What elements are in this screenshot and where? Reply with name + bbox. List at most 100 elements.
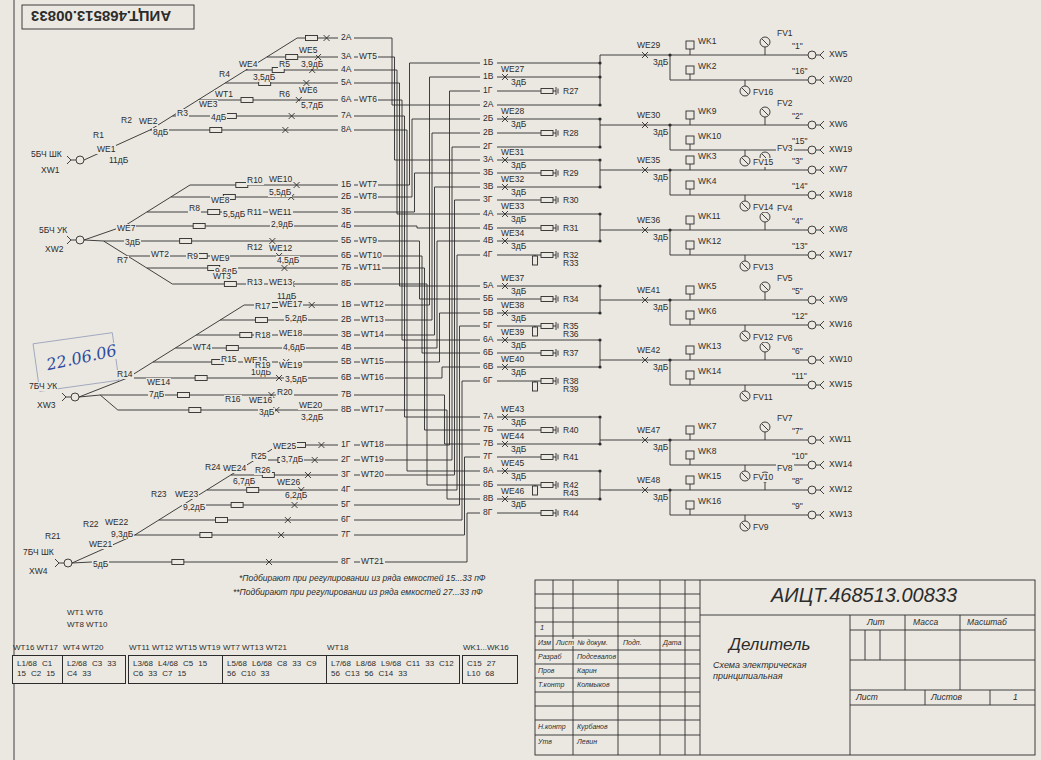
component-label: XW4 <box>28 567 48 576</box>
component-label: 11дБ <box>108 156 129 165</box>
component-label: R22 <box>82 520 100 529</box>
arrester-symbol <box>740 201 750 211</box>
component-label: WE37 <box>500 274 525 283</box>
pin-label: 3А <box>340 52 352 61</box>
connector-label: XW11 <box>828 435 853 444</box>
wire <box>600 170 808 171</box>
arrester-symbol <box>760 107 770 117</box>
filter-box: WT7 WT13 WT21L5/68L6/68C833C956C1033 <box>222 655 328 684</box>
coax-connector <box>808 436 816 444</box>
wire <box>765 482 766 490</box>
pin-label: 7В <box>482 439 494 448</box>
cable-mark <box>502 364 508 370</box>
arrester-symbol <box>740 86 750 96</box>
component-label: WE38 <box>500 301 525 310</box>
connector-mark <box>820 76 824 84</box>
cable-mark <box>502 468 508 474</box>
component-value: L4/68 <box>158 660 178 668</box>
title-block-cell: Карин <box>576 667 598 674</box>
component-label: FV13 <box>752 263 774 272</box>
title-block-cell: Масштаб <box>966 618 1008 627</box>
ground-symbol <box>558 428 559 433</box>
note-text: *Подбирают при регулировании из ряда емк… <box>238 574 487 583</box>
cable-mark <box>292 502 298 508</box>
component-label: FV14 <box>752 203 774 212</box>
ground-symbol <box>558 253 559 258</box>
attenuation-value: 3дБ <box>510 341 527 350</box>
component-value: 15 <box>198 660 207 668</box>
arrester-symbol <box>762 284 768 290</box>
component-label: WE26 <box>276 478 301 487</box>
filter-box <box>686 371 694 379</box>
title-block-cell: Дата <box>662 639 682 646</box>
component-value: C4 <box>67 670 77 678</box>
cable-mark <box>502 184 508 190</box>
connector-mark <box>62 393 66 401</box>
connector-label: XW8 <box>828 225 848 234</box>
pin-label: 3Г <box>340 470 351 479</box>
component-label: FV8 <box>776 464 794 473</box>
wire <box>354 63 480 185</box>
component-label: WT3 <box>212 272 232 281</box>
component-label: R21 <box>44 532 62 541</box>
pin-label: 8Г <box>340 557 351 566</box>
title-block-cell: 1 <box>539 624 545 632</box>
component-label: WE44 <box>500 432 525 441</box>
resistor-symbol <box>541 89 553 94</box>
coax-connector <box>808 381 816 389</box>
ground-symbol <box>558 89 559 94</box>
connector-label: XW7 <box>828 165 848 174</box>
filter-label: WT14 <box>360 330 385 339</box>
component-label: WK13 <box>697 342 722 351</box>
pin-label: 5А <box>340 78 352 87</box>
filter-box <box>686 66 694 74</box>
arrester-symbol <box>742 473 748 479</box>
pin-label: 6Б <box>482 348 494 357</box>
cable-mark <box>502 211 508 217</box>
connector-mark <box>820 356 824 364</box>
cable-mark <box>502 496 508 502</box>
component-label: 7БЧ ШК <box>22 548 55 557</box>
component-label: 4,5дБ <box>276 256 300 265</box>
filter-heading: WT4 WT20 <box>63 644 125 653</box>
pin-label: 2В <box>340 315 352 324</box>
pin-label: 1Б <box>340 180 352 189</box>
document-code: АИЦТ.468513.00833 <box>30 9 172 24</box>
component-value: L5/68 <box>227 660 247 668</box>
output-number: "11" <box>791 372 808 381</box>
pin-label: 2Г <box>340 455 351 464</box>
title-block-cell: Лист <box>555 639 575 646</box>
wire <box>354 313 480 362</box>
title-block-line <box>535 692 700 693</box>
pin-label: 5Г <box>340 500 351 509</box>
component-label: WE11 <box>268 208 293 217</box>
attenuation-value: 3дБ <box>510 120 527 129</box>
cable-mark <box>282 127 288 133</box>
filter-box <box>686 501 694 509</box>
title-block-line <box>850 615 851 755</box>
coax-connector <box>76 236 84 244</box>
component-label: WE4 <box>238 60 258 69</box>
pin-label: 3Б <box>482 168 494 177</box>
wire <box>84 185 190 240</box>
cable-mark <box>502 283 508 289</box>
resistor-symbol <box>541 428 553 433</box>
title-block-line <box>960 615 961 690</box>
component-value: C14 <box>379 670 394 678</box>
resistor-symbol <box>541 379 553 384</box>
component-label: WE21 <box>88 540 113 549</box>
title-block-cell: Колмыков <box>576 681 611 688</box>
pin-label: 2Б <box>482 114 494 123</box>
component-label: WE41 <box>636 286 661 295</box>
resistor-symbol <box>533 382 538 391</box>
wire <box>670 385 808 386</box>
wire <box>354 381 480 520</box>
wire <box>690 379 691 385</box>
pin-label: 5Г <box>482 321 493 330</box>
cable-mark <box>502 468 508 474</box>
pin-label: 4А <box>340 65 352 74</box>
component-label: R4 <box>218 70 231 79</box>
component-label: WE18 <box>278 329 303 338</box>
filter-heading: WT11 WT12 WT15 WT19 <box>129 644 223 653</box>
cable-mark <box>285 517 291 523</box>
